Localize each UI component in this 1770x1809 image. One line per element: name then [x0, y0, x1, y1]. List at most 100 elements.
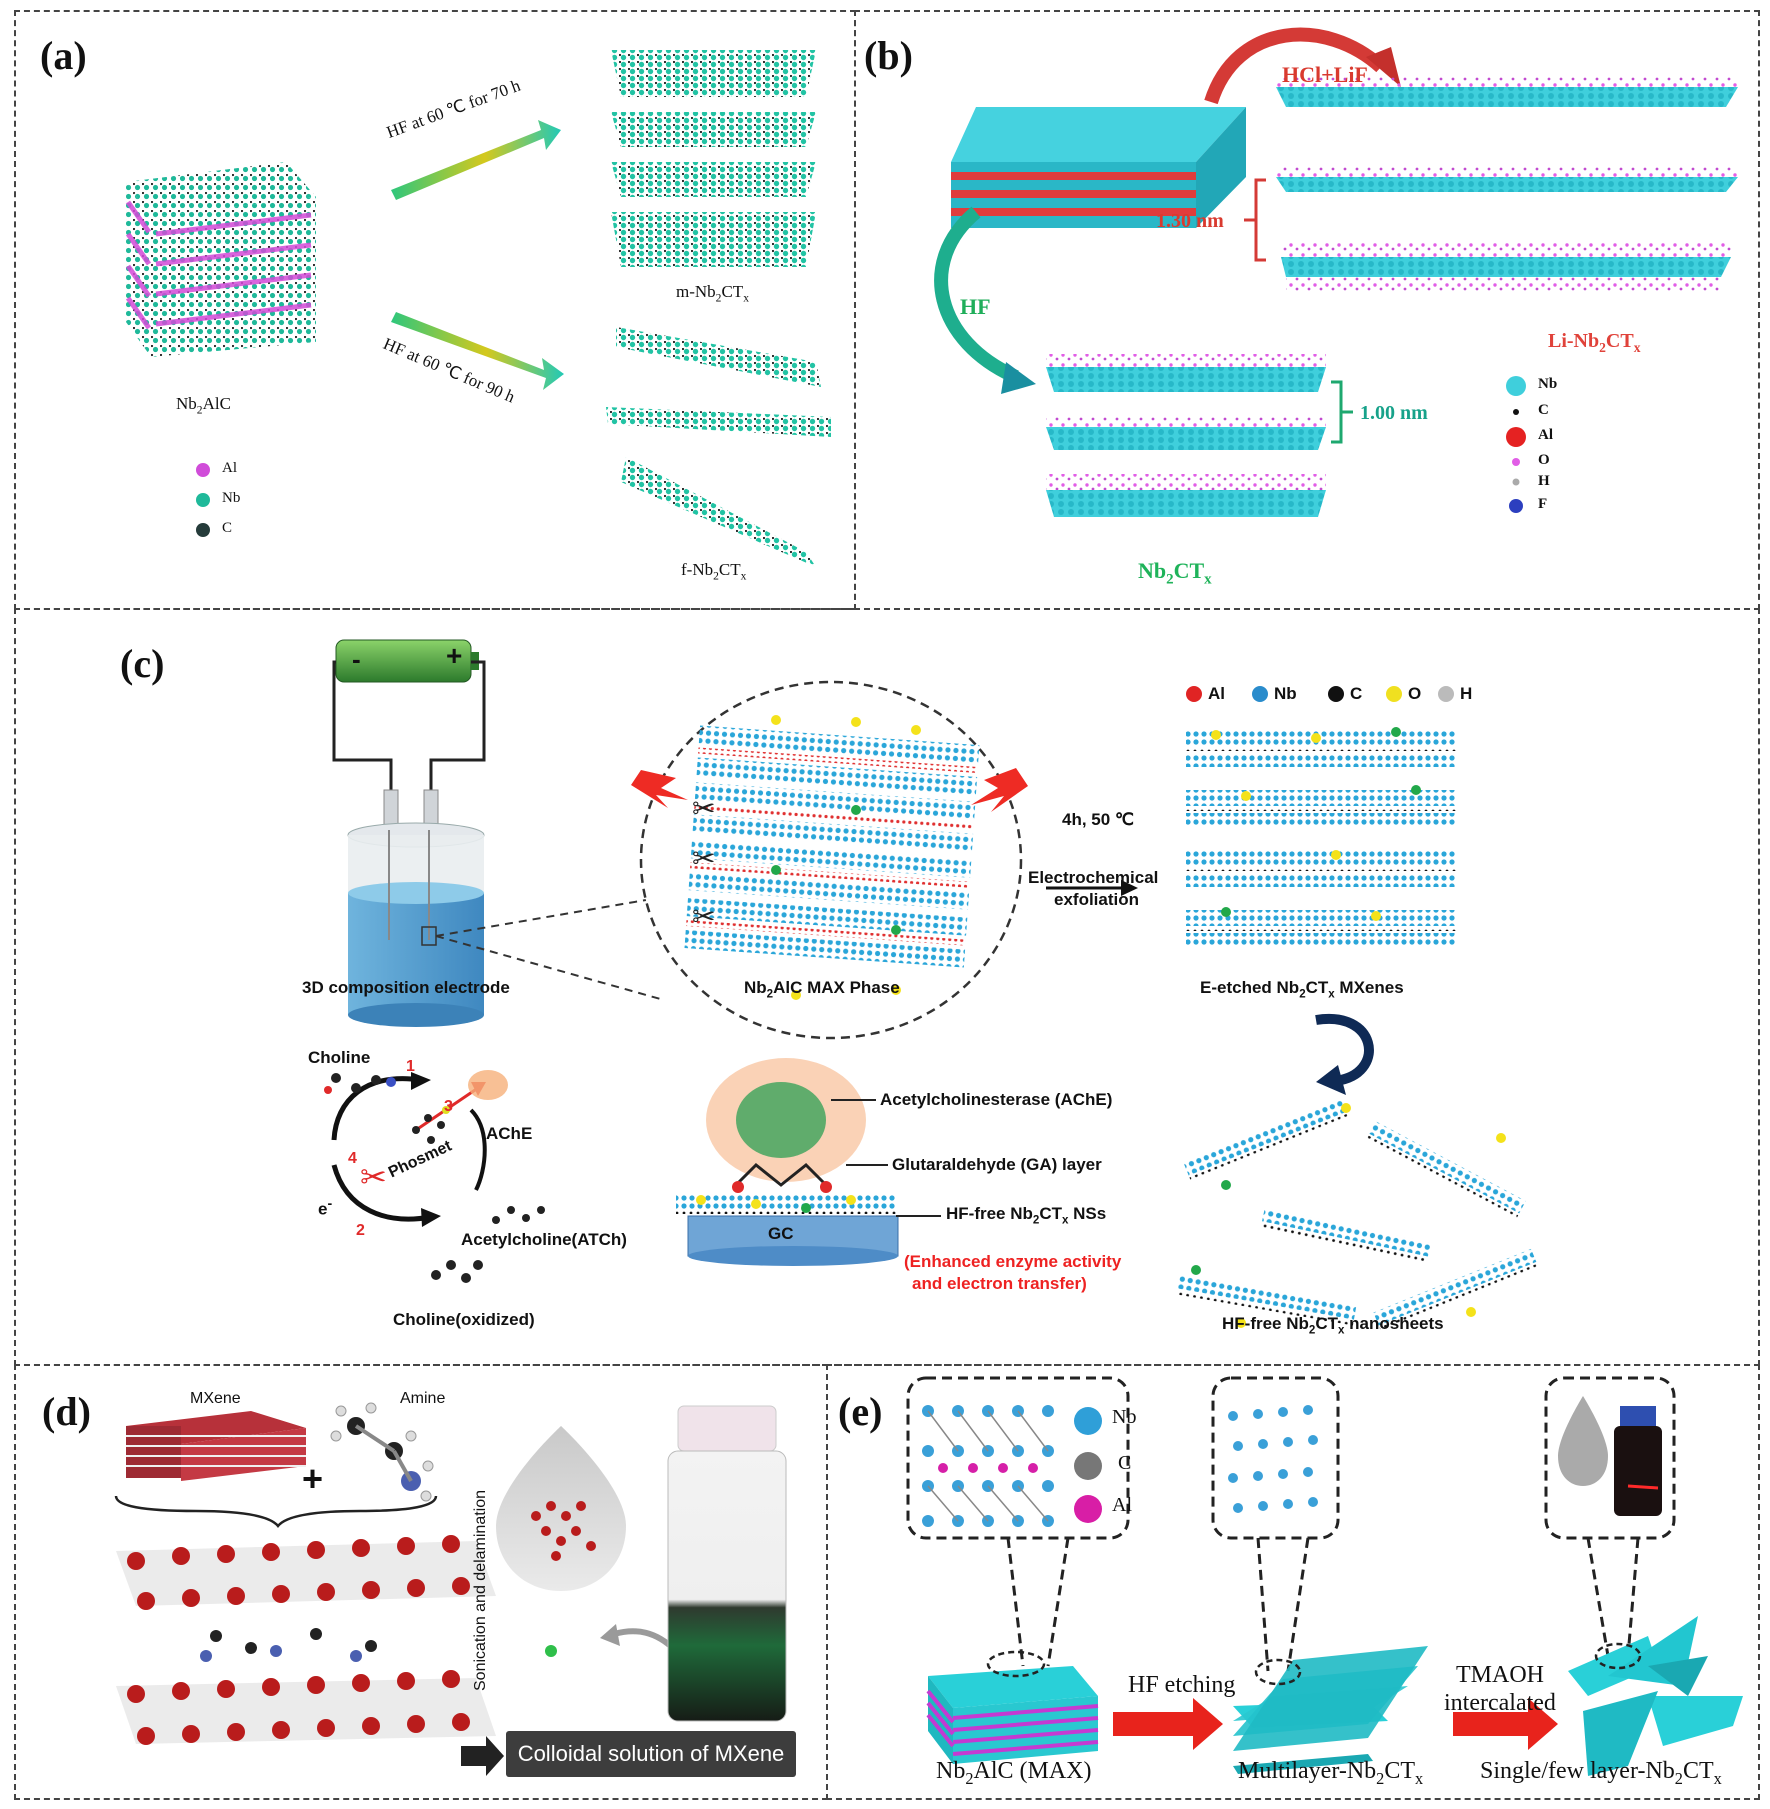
- nb2alc-label: Nb2AlC: [176, 394, 231, 417]
- hf-etching-label: HF etching: [1128, 1672, 1236, 1698]
- battery-minus: -: [352, 644, 361, 674]
- condition-label: 4h, 50 ℃: [1062, 810, 1135, 829]
- legend-c-label: C: [222, 520, 233, 536]
- legend-o-dot: [1386, 686, 1402, 702]
- single-layer-label: Single/few layer-Nb2CTx: [1480, 1758, 1722, 1788]
- legend-h-label: H: [1538, 473, 1550, 489]
- modified-gc-electrode: [676, 1058, 899, 1266]
- amine-label: Amine: [400, 1390, 446, 1407]
- plus-sign: +: [302, 1458, 324, 1499]
- f-nb2ctx-label: f-Nb2CTx: [681, 560, 747, 583]
- legend-al-ball: [1074, 1495, 1102, 1523]
- single-layer-flakes: [1568, 1616, 1743, 1776]
- f-nb2ctx-structure: [606, 327, 831, 567]
- panel-b-drawing: [934, 27, 1738, 517]
- electrochemical-cell: [347, 822, 485, 1027]
- legend-c-dot: [1328, 686, 1344, 702]
- condition-label-3: exfoliation: [1054, 890, 1140, 909]
- m-nb2ctx-label: m-Nb2CTx: [676, 282, 749, 305]
- mxene-vial: [667, 1405, 787, 1722]
- legend-nb-ball: [1074, 1407, 1102, 1435]
- panel-c-drawing: ✂ ✂ ✂: [324, 639, 1539, 1332]
- zoom-lines: [435, 899, 665, 1001]
- max-crystal: [922, 1405, 1054, 1527]
- legend-c-label: C: [1538, 402, 1549, 418]
- legend-al-dot: [1186, 686, 1202, 702]
- hf-label: HF: [960, 294, 991, 319]
- legend-nb-dot: [1506, 376, 1526, 396]
- hf-free-nanosheets: [1175, 1098, 1539, 1332]
- li-spacing-bracket: [1244, 178, 1266, 262]
- legend-c-dot: [196, 523, 210, 537]
- legend-c-dot: [1513, 409, 1519, 415]
- reaction-cycle: ✂: [324, 1070, 545, 1283]
- drop-icon: [1558, 1396, 1608, 1486]
- arrow-70h: [391, 120, 561, 200]
- mxene-drop: [496, 1426, 626, 1591]
- legend-al-label: Al: [1538, 427, 1553, 443]
- panel-e-drawing: [906, 1376, 1743, 1776]
- panel-b-legend: [1506, 376, 1526, 513]
- choline-label: Choline: [308, 1048, 371, 1067]
- scissors-icon: ✂: [692, 901, 715, 932]
- legend-f-label: F: [1538, 496, 1548, 512]
- amine-molecule: [330, 1402, 434, 1502]
- legend-nb-label: Nb: [1112, 1406, 1137, 1428]
- panel-b-label: (b): [864, 33, 913, 78]
- step-1: 1: [406, 1058, 415, 1075]
- e-etched-sheets: [1186, 727, 1456, 947]
- mxene-stack: [126, 1411, 306, 1481]
- hf-etching-arrow: [1113, 1698, 1223, 1750]
- panel-c-legend: [1186, 686, 1454, 702]
- intercalated-structure: [116, 1535, 496, 1745]
- m-nb2ctx-structure: [611, 50, 816, 267]
- legend-o-dot: [1512, 458, 1520, 466]
- legend-nb-label: Nb: [222, 490, 241, 506]
- legend-c-ball: [1074, 1452, 1102, 1480]
- brace: [114, 1495, 438, 1528]
- colloidal-solution-banner: Colloidal solution of MXene: [506, 1731, 796, 1777]
- hf-free-ns-label: HF-free Nb2CTx NSs: [946, 1204, 1107, 1227]
- ga-label: Glutaraldehyde (GA) layer: [892, 1155, 1102, 1174]
- legend-nb-dot: [196, 493, 210, 507]
- hcl-lif-label: HCl+LiF: [1282, 62, 1368, 87]
- sonication-label: Sonication and delamination: [472, 1489, 489, 1691]
- hf-nb2ctx-structure: [1046, 354, 1326, 517]
- scissors-icon: ✂: [360, 1159, 387, 1195]
- condition-label-2: Electrochemical: [1028, 868, 1159, 887]
- tmaoh-arrow: [1453, 1698, 1558, 1750]
- scissors-icon: ✂: [692, 793, 715, 824]
- black-arrow: [461, 1736, 504, 1776]
- electrode-label: 3D composition electrode: [302, 978, 510, 997]
- hf-spacing-bracket: [1331, 380, 1353, 444]
- max-phase-block: [951, 107, 1246, 228]
- panel-e-label: (e): [838, 1389, 883, 1434]
- electron-label: e-: [318, 1196, 333, 1219]
- bottle-icon: [1614, 1406, 1662, 1516]
- legend-nb-label: Nb: [1274, 684, 1297, 703]
- li-nb2ctx-label: Li-Nb2CTx: [1548, 330, 1641, 355]
- multilayer-label: Multilayer-Nb2CTx: [1238, 1758, 1424, 1788]
- e-etched-label: E-etched Nb2CTx MXenes: [1200, 978, 1404, 1001]
- arrow-hcl-lif: [1204, 27, 1386, 105]
- max-phase-zoom: ✂ ✂ ✂: [631, 680, 1028, 1040]
- atch-label: Acetylcholine(ATCh): [461, 1230, 627, 1249]
- exfoliation-arrow: [1046, 880, 1138, 896]
- legend-h-label: H: [1460, 684, 1473, 703]
- battery-plus: +: [446, 640, 463, 671]
- panel-a: (a): [14, 10, 856, 610]
- max-block: [926, 1666, 1099, 1764]
- tmaoh-label-2: intercalated: [1444, 1690, 1556, 1716]
- scissors-icon: ✂: [692, 843, 715, 874]
- circuit-wire: [332, 660, 486, 790]
- legend-o-label: O: [1408, 684, 1422, 703]
- legend-c-label: C: [1118, 1452, 1132, 1474]
- legend-al-dot: [196, 463, 210, 477]
- nb2alc-crystal: [125, 162, 316, 357]
- choline-oxidized-label: Choline(oxidized): [393, 1310, 535, 1329]
- panel-d-drawing: [114, 1402, 787, 1776]
- panel-a-legend: [196, 463, 210, 537]
- panel-e: (e): [826, 1364, 1760, 1800]
- legend-nb-label: Nb: [1538, 376, 1558, 392]
- nb2ctx-label: Nb2CTx: [1138, 558, 1212, 588]
